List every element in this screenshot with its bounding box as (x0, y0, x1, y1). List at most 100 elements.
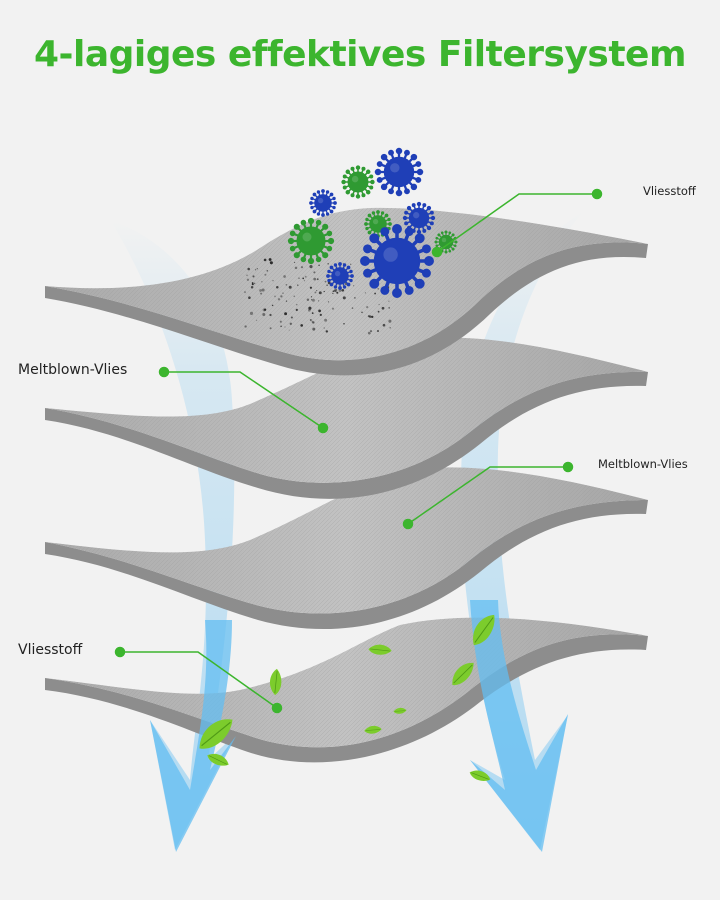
dust-particle (369, 315, 372, 318)
filter-layer-2 (45, 337, 648, 499)
dust-particle (388, 319, 392, 323)
dust-particle (310, 299, 313, 301)
dust-particle (367, 331, 371, 335)
dust-particle (332, 290, 335, 293)
dust-particle (294, 266, 298, 270)
dust-particle (271, 304, 274, 307)
virus-icon (374, 147, 424, 197)
dust-particle (331, 307, 335, 310)
dust-particle (269, 261, 271, 263)
dust-particle (304, 280, 306, 282)
dust-particle (316, 278, 319, 281)
dust-particle (324, 280, 327, 283)
dust-particle (327, 301, 330, 303)
dust-particle (313, 271, 316, 274)
airflow-arrow-left (110, 220, 235, 850)
dust-particle (300, 266, 304, 269)
dust-particle (263, 258, 267, 262)
dust-particle (378, 303, 380, 306)
dust-particle (311, 320, 314, 323)
dust-particle (314, 291, 317, 294)
dust-particle (374, 292, 377, 295)
callout-layer-1 (431, 188, 603, 258)
dust-particle (341, 288, 345, 292)
dust-particle (324, 318, 328, 322)
virus-icon (359, 223, 435, 299)
dust-particle (311, 298, 315, 302)
dust-particle (285, 283, 288, 286)
dust-particle (353, 285, 355, 287)
dust-particle (263, 308, 267, 311)
dust-particle (269, 261, 273, 265)
dust-particle (388, 300, 390, 302)
dust-particle (364, 292, 366, 294)
dust-particle (308, 306, 312, 310)
dust-particle (309, 319, 312, 321)
dust-particle (351, 307, 354, 309)
dust-particle (269, 313, 272, 317)
dust-particle (256, 319, 258, 321)
dust-particle (293, 295, 295, 297)
dust-particle (388, 307, 391, 309)
dust-particle (309, 286, 312, 289)
virus-icon (287, 217, 335, 265)
dust-particle (288, 285, 292, 289)
dust-particle (366, 306, 369, 309)
dust-particle (283, 275, 286, 278)
virus-icon (340, 164, 376, 200)
dust-particle (276, 285, 279, 289)
airflow-arrow-head-left (150, 620, 236, 852)
dust-particle (249, 311, 254, 315)
dust-particle (326, 284, 328, 286)
dust-particle (338, 289, 342, 292)
dust-particle (264, 273, 267, 276)
dust-particle (313, 277, 317, 281)
dust-particle (354, 297, 356, 299)
dust-particle (335, 288, 338, 291)
dust-particle (312, 327, 316, 331)
dust-particle (389, 327, 391, 329)
label-layer-2: Meltblown-Vlies (18, 362, 128, 378)
dust-particle (310, 296, 313, 298)
dust-particle (316, 290, 318, 292)
dust-particle (269, 327, 272, 330)
dust-particle (274, 295, 276, 298)
dust-particle (371, 315, 374, 319)
dust-particle (261, 281, 263, 283)
callouts (114, 188, 603, 714)
dust-particle (319, 313, 322, 317)
dust-particle (332, 292, 334, 294)
dust-particle (244, 291, 246, 294)
dust-particle (318, 291, 322, 295)
dust-particle (247, 267, 250, 271)
dust-particle (317, 300, 320, 302)
dust-particle (246, 278, 250, 281)
dust-particle (297, 284, 299, 286)
dust-particle (325, 330, 328, 333)
dust-particle (370, 330, 372, 333)
dust-particle (290, 316, 293, 319)
dust-particle (284, 326, 286, 328)
dust-particle (377, 330, 379, 332)
dust-particle (260, 292, 263, 295)
dust-particle (266, 270, 269, 272)
virus-icon (308, 188, 338, 218)
dust-particle (279, 320, 282, 323)
dust-particle (298, 277, 300, 279)
dust-particle (295, 308, 298, 312)
dust-particle (277, 298, 281, 301)
dust-particle (253, 282, 256, 285)
dust-particle (259, 289, 262, 292)
dust-particle (280, 325, 282, 327)
dust-particle (268, 258, 272, 261)
dust-particle (350, 263, 352, 265)
dust-particle (342, 262, 344, 264)
dust-particle (327, 262, 330, 265)
dust-particle (280, 295, 283, 298)
dust-particle (377, 310, 380, 313)
dust-particle (361, 311, 363, 314)
dust-particle (255, 269, 257, 271)
dust-particle (261, 288, 265, 292)
page-title: 4-lagiges effektives Filtersystem (34, 34, 686, 75)
dust-particle (318, 309, 321, 313)
